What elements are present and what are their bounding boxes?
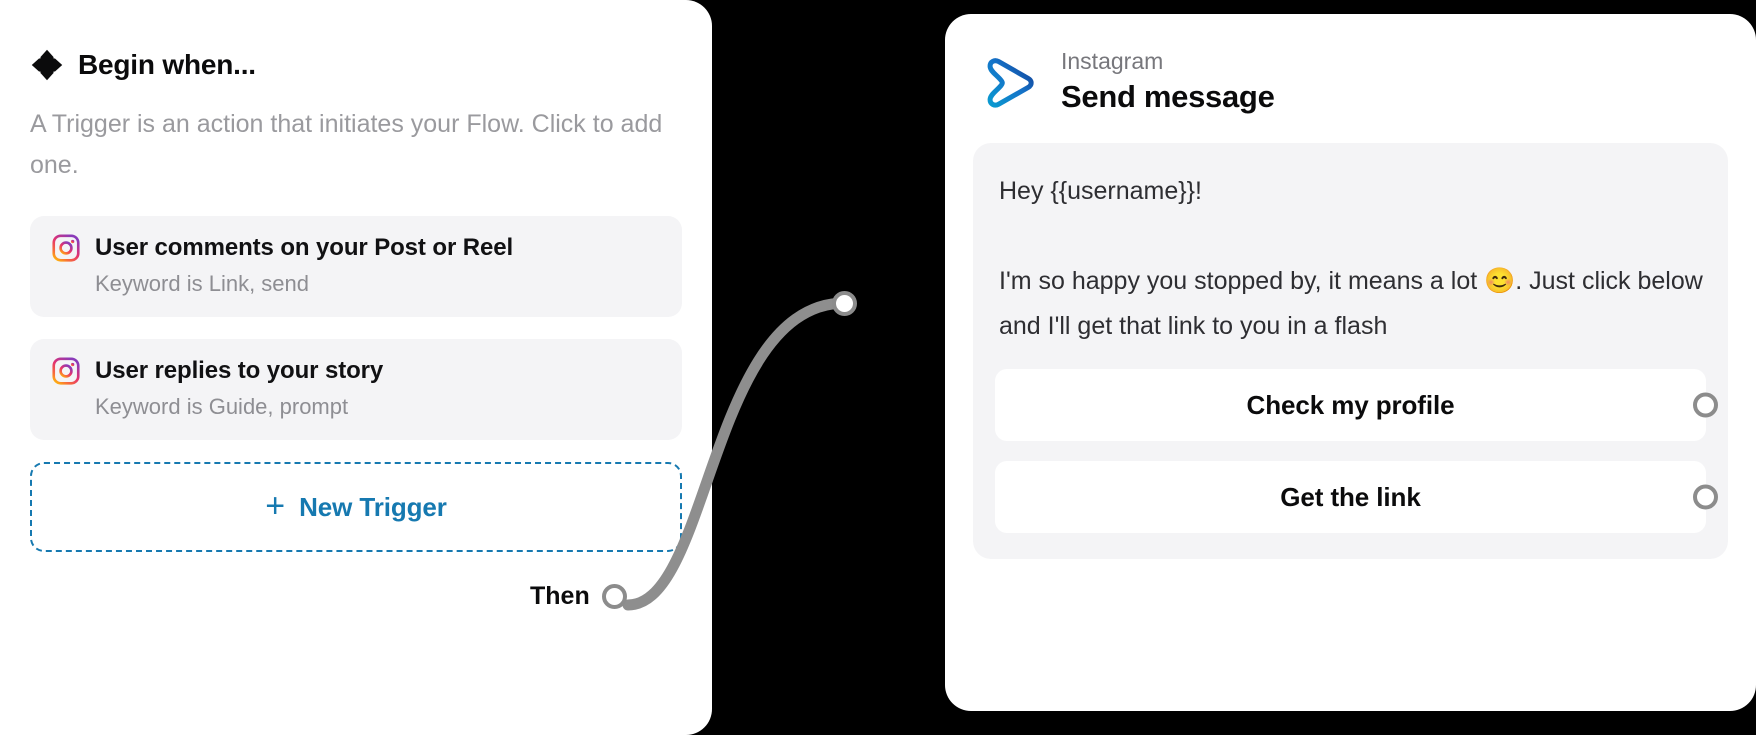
then-label: Then	[530, 582, 590, 610]
send-message-icon	[987, 57, 1034, 108]
message-spacer	[995, 214, 1706, 259]
trigger-subtitle: Keyword is Guide, prompt	[95, 394, 349, 419]
action-header-text: Instagram Send message	[1061, 48, 1275, 115]
message-bubble[interactable]: Hey {{username}}! I'm so happy you stopp…	[973, 143, 1728, 559]
action-card[interactable]: Instagram Send message Hey {{username}}!…	[945, 14, 1756, 711]
panel-header: Begin when...	[30, 48, 682, 82]
action-card-header: Instagram Send message	[945, 48, 1756, 115]
clover-icon	[31, 49, 63, 81]
trigger-panel: Begin when... A Trigger is an action tha…	[0, 0, 712, 735]
message-line-2: I'm so happy you stopped by, it means a …	[999, 267, 1703, 340]
output-port-quick-reply[interactable]	[1693, 484, 1718, 510]
quick-reply-label: Get the link	[1280, 481, 1421, 512]
panel-description: A Trigger is an action that initiates yo…	[30, 110, 663, 179]
trigger-card-header: User comments on your Post or Reel	[52, 234, 660, 262]
message-line-1: Hey {{username}}!	[999, 177, 1202, 205]
then-output[interactable]: Then	[530, 582, 627, 611]
trigger-title: User replies to your story	[95, 357, 384, 384]
quick-reply-label: Check my profile	[1246, 389, 1455, 420]
instagram-icon	[52, 234, 80, 262]
quick-reply-button[interactable]: Get the link	[995, 461, 1718, 533]
action-app-name: Instagram	[1061, 48, 1164, 74]
plus-icon: +	[265, 486, 286, 525]
output-port-then[interactable]	[601, 584, 627, 609]
trigger-card-header: User replies to your story	[52, 357, 660, 385]
action-title: Send message	[1061, 79, 1275, 114]
trigger-title: User comments on your Post or Reel	[95, 234, 514, 261]
input-port-action[interactable]	[832, 291, 857, 316]
trigger-card[interactable]: User replies to your story Keyword is Gu…	[30, 339, 682, 440]
trigger-card[interactable]: User comments on your Post or Reel Keywo…	[30, 216, 682, 317]
output-port-quick-reply[interactable]	[1693, 392, 1718, 418]
page-title: Begin when...	[78, 49, 256, 80]
trigger-subtitle: Keyword is Link, send	[95, 271, 309, 296]
new-trigger-label: New Trigger	[299, 491, 447, 522]
new-trigger-button[interactable]: + New Trigger	[30, 462, 682, 552]
instagram-icon	[52, 357, 80, 385]
quick-reply-button[interactable]: Check my profile	[995, 369, 1718, 441]
